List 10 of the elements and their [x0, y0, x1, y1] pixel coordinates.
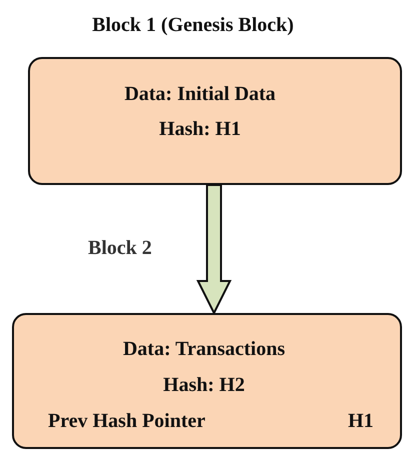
block-arrow — [196, 184, 232, 316]
block-text: Data: Transactions — [122, 337, 286, 362]
block-text: Hash: H1 — [159, 117, 241, 142]
block-text: Prev Hash Pointer — [48, 409, 206, 434]
block-text: Hash: H2 — [162, 373, 246, 398]
edge-label: Block 2 — [88, 236, 152, 261]
block-text: H1 — [348, 409, 374, 434]
block-box — [12, 313, 402, 449]
block-text: Data: Initial Data — [124, 82, 276, 107]
block-heading: Block 1 (Genesis Block) — [91, 13, 295, 38]
